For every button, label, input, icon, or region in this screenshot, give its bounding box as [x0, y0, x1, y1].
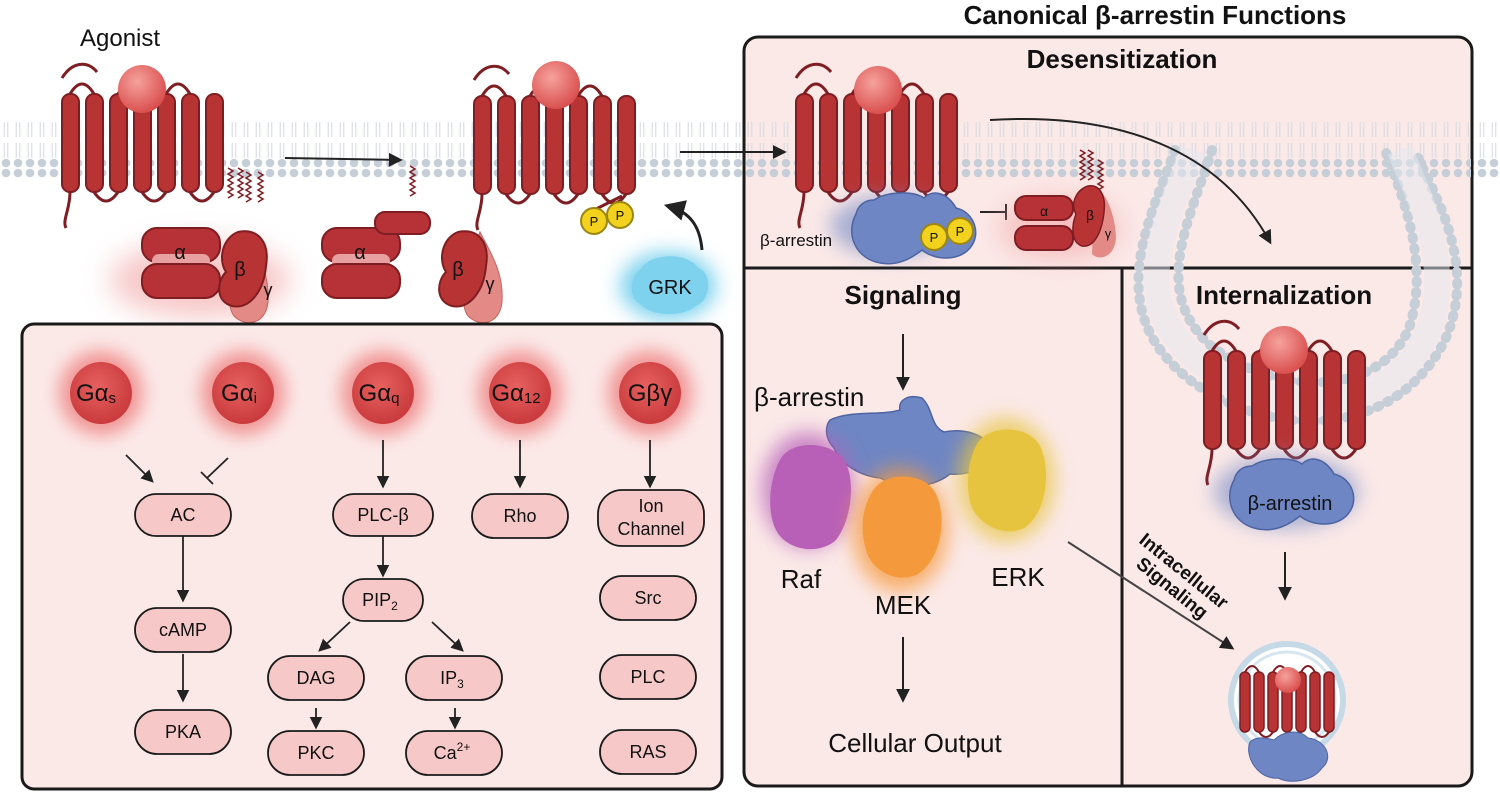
plcb-label: PLC-β: [357, 505, 408, 525]
gs-base: Gα: [76, 380, 109, 407]
ac-label: AC: [170, 505, 195, 525]
desens-gamma: γ: [1105, 226, 1112, 241]
node-ion-channel: [597, 489, 705, 547]
desensitization-scene: β-arrestin P P α β γ: [760, 62, 1120, 265]
src-label: Src: [635, 588, 662, 608]
g12-base: Gα: [491, 380, 524, 407]
gamma-label-1: γ: [264, 280, 273, 300]
beta-label-1: β: [234, 259, 246, 281]
pathway-arrows: [125, 440, 657, 730]
svg-text:Gα12: Gα12: [491, 380, 540, 407]
mek-label: MEK: [875, 590, 932, 620]
g-alpha-q: Gαq: [341, 351, 425, 435]
node-ac: [134, 493, 232, 537]
camp-label: cAMP: [159, 620, 207, 640]
dissociated-g-protein: α β γ: [321, 165, 503, 324]
phospho-label-1: P: [590, 214, 599, 229]
cellular-output-label: Cellular Output: [828, 728, 1002, 758]
desens-alpha: α: [1040, 203, 1048, 219]
plc-label: PLC: [630, 667, 665, 687]
gamma-label-2: γ: [486, 274, 495, 294]
pkc-label: PKC: [297, 743, 334, 763]
desens-beta: β: [1086, 207, 1094, 223]
gi-sub: i: [254, 390, 257, 407]
node-plc: [599, 654, 697, 700]
ip3-base: IP: [440, 668, 457, 688]
g-alpha-s: Gαs: [59, 351, 143, 435]
ip3-sub: 3: [457, 677, 464, 691]
dag-label: DAG: [296, 668, 335, 688]
beta-label-2: β: [452, 259, 464, 281]
rho-label: Rho: [503, 506, 536, 526]
int-arrestin-label: β-arrestin: [1248, 493, 1333, 515]
gq-sub: q: [391, 390, 399, 407]
node-pip2: [342, 578, 424, 622]
internalization-title: Internalization: [1196, 280, 1372, 310]
ion-label: Ion: [638, 496, 663, 516]
node-ca: [405, 730, 503, 776]
node-plc-beta: [332, 493, 434, 537]
phospho-label-2: P: [616, 208, 625, 223]
g-beta-gamma: Gβγ: [608, 351, 692, 435]
desens-arrestin-label: β-arrestin: [760, 231, 832, 250]
g-protein-circles: Gαs Gαi Gαq Gα12 Gβγ: [59, 351, 692, 435]
svg-text:Ca2+: Ca2+: [434, 740, 471, 763]
signaling-title: Signaling: [845, 280, 962, 310]
erk-label: ERK: [991, 562, 1045, 592]
node-ip3: [405, 655, 503, 701]
alpha-label-1: α: [174, 242, 186, 264]
channel-label: Channel: [617, 519, 684, 539]
receptor-1: [60, 62, 225, 230]
pip2-sub: 2: [391, 599, 398, 613]
g-protein-pathways-panel: [20, 322, 724, 791]
gq-base: Gα: [359, 380, 392, 407]
svg-text:Gαi: Gαi: [221, 380, 257, 407]
desensitization-title: Desensitization: [1027, 44, 1218, 74]
svg-text:Gαs: Gαs: [76, 380, 116, 407]
node-camp: [134, 607, 232, 653]
node-pka: [134, 709, 232, 755]
gbg-label: Gβγ: [628, 380, 672, 407]
g12-sub: 12: [524, 390, 541, 407]
svg-text:Gαq: Gαq: [359, 380, 400, 407]
svg-text:PIP2: PIP2: [362, 590, 398, 613]
g-protein-heterotrimer: α β γ: [110, 167, 290, 324]
receptor-2: P P: [472, 61, 637, 235]
agonist-ligand: [118, 65, 166, 113]
desens-phospho-1: P: [930, 230, 939, 245]
sig-arrestin-label: β-arrestin: [754, 382, 864, 412]
grk-label: GRK: [648, 277, 692, 299]
gi-base: Gα: [221, 380, 254, 407]
signaling-scene: β-arrestin Raf MEK ERK Cellular Output: [754, 334, 1235, 758]
agonist-label: Agonist: [80, 25, 160, 52]
node-src: [599, 575, 697, 621]
node-pkc: [267, 730, 365, 776]
svg-text:IP3: IP3: [440, 668, 464, 691]
alpha-label-2: α: [354, 242, 366, 264]
ras-label: RAS: [629, 742, 666, 762]
ca-sup: 2+: [457, 740, 471, 754]
pathway-nodes: [134, 489, 705, 776]
desens-phospho-2: P: [956, 224, 965, 239]
g-alpha-12: Gα12: [478, 351, 562, 435]
node-ras: [599, 729, 697, 775]
ca-base: Ca: [434, 743, 458, 763]
g-alpha-i: Gαi: [201, 351, 285, 435]
main-title: Canonical β-arrestin Functions: [964, 0, 1347, 30]
pka-label: PKA: [165, 722, 201, 742]
node-dag: [267, 655, 365, 701]
raf-label: Raf: [781, 564, 822, 594]
gs-sub: s: [109, 390, 117, 407]
pip2-base: PIP: [362, 590, 391, 610]
node-rho: [471, 493, 569, 539]
grk: GRK: [620, 200, 716, 320]
